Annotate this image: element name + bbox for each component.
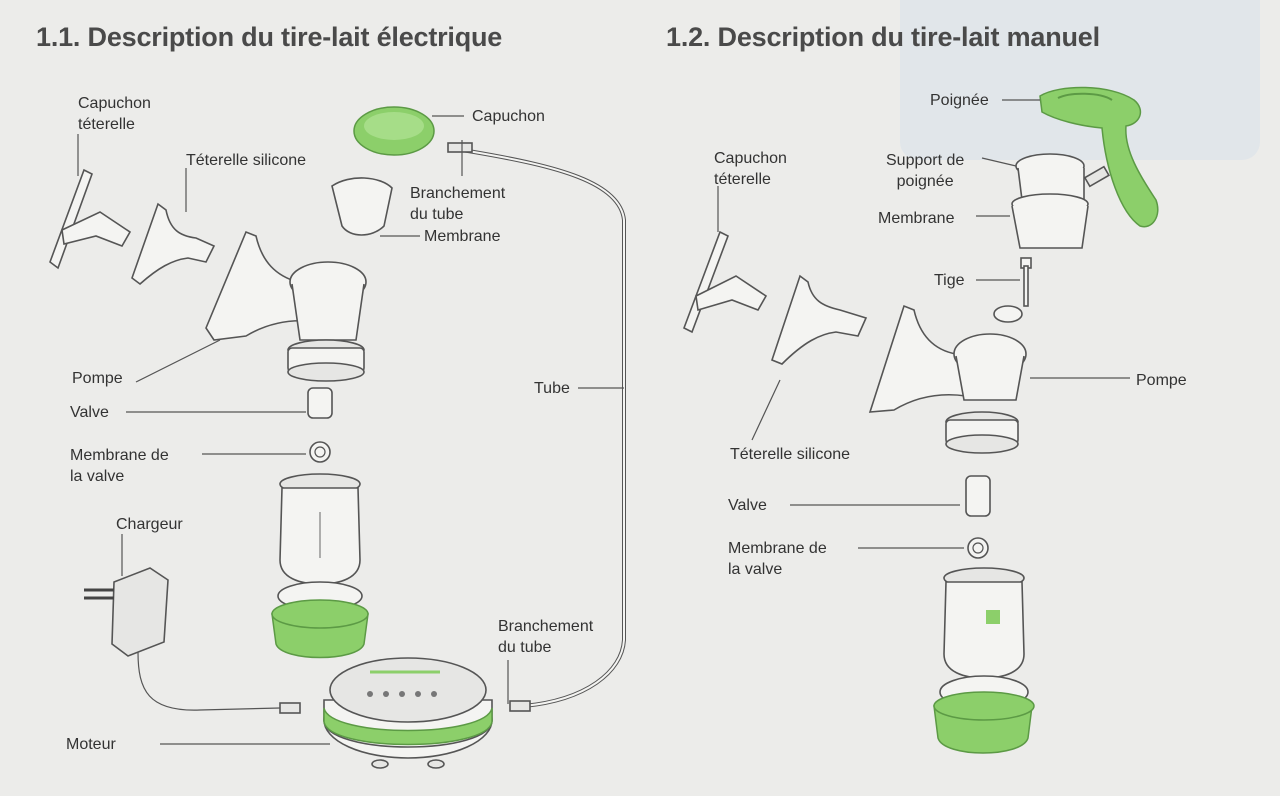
silicone-shield-part [131, 202, 216, 286]
label-manual-capuchon-teterelle: Capuchon téterelle [714, 150, 787, 188]
label-chargeur: Chargeur [116, 516, 183, 533]
manual-section-title: 1.2. Description du tire-lait manuel [666, 22, 1100, 52]
motor-part [323, 657, 493, 769]
manual-leader-lines [717, 99, 1130, 549]
membrane-part [331, 177, 393, 236]
label-tube: Tube [534, 380, 570, 397]
valve-membrane-part [309, 441, 331, 463]
label-manual-membrane: Membrane [878, 210, 955, 227]
valve-part [307, 387, 333, 419]
label-branchement-tube-bottom: Branchement du tube [498, 618, 594, 656]
tube-part [447, 142, 626, 712]
manual-nipple-cap-part [682, 230, 768, 334]
stem-part [993, 257, 1032, 323]
label-teterelle-silicone: Téterelle silicone [186, 152, 307, 169]
label-branchement-tube-top: Branchement du tube [410, 185, 506, 223]
pump-body-part [205, 230, 367, 382]
manual-valve-membrane-part [967, 537, 989, 559]
manual-valve-part [965, 475, 991, 517]
label-manual-pompe: Pompe [1136, 372, 1187, 389]
nipple-cap-part [49, 168, 132, 270]
label-capuchon-teterelle: Capuchon téterelle [78, 95, 151, 133]
manual-membrane-part [1011, 193, 1089, 249]
label-manual-valve: Valve [728, 497, 767, 514]
label-pompe: Pompe [72, 370, 123, 387]
handle-part [1039, 86, 1159, 228]
bottle-part [271, 473, 369, 659]
label-moteur: Moteur [66, 736, 116, 753]
manual-pump-body-part [868, 304, 1027, 454]
label-capuchon: Capuchon [472, 108, 545, 125]
label-manual-teterelle-silicone: Téterelle silicone [730, 446, 851, 463]
label-valve: Valve [70, 404, 109, 421]
label-manual-membrane-valve: Membrane de la valve [728, 540, 827, 578]
electric-section-title: 1.1. Description du tire-lait électrique [36, 22, 503, 52]
label-tige: Tige [934, 272, 965, 289]
background-panel [900, 0, 1260, 160]
handle-support-part [1015, 153, 1110, 201]
green-cap-part [353, 106, 435, 156]
manual-bottle-part [933, 567, 1035, 754]
manual-silicone-shield-part [771, 274, 868, 365]
label-membrane: Membrane [424, 228, 501, 245]
label-poignee: Poignée [930, 92, 989, 109]
label-support-poignee: Support de poignée [886, 152, 965, 190]
label-membrane-valve: Membrane de la valve [70, 447, 169, 485]
electric-leader-lines [77, 115, 624, 745]
charger-part [84, 567, 301, 714]
